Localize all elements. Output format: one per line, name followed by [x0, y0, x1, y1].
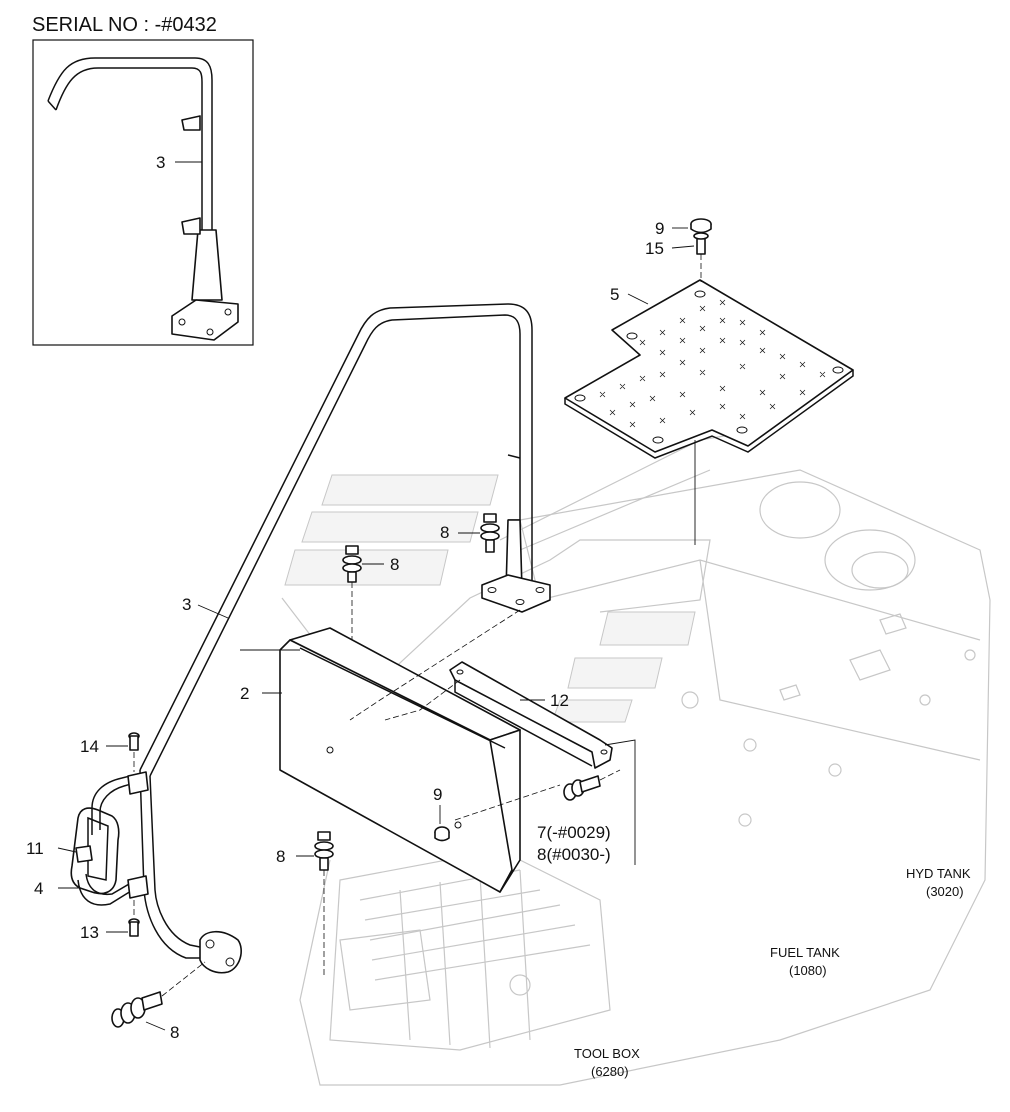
mirror-part-11: 11 [26, 807, 120, 895]
plug-9: 9 [433, 785, 462, 842]
bolt-8-e: 8 [111, 961, 206, 1042]
callout-11: 11 [26, 839, 44, 858]
callout-2: 2 [240, 684, 249, 703]
reference-fuel-tank: FUEL TANK (1080) [770, 945, 840, 978]
reference-hyd-tank: HYD TANK (3020) [906, 866, 971, 899]
bolt-8-a: 8 [440, 513, 500, 553]
bolt-7-8: 7(-#0029) 8(#0030-) [537, 769, 621, 864]
callout-8-d: 8 [276, 847, 285, 866]
callout-4: 4 [34, 879, 43, 898]
callout-14: 14 [80, 737, 99, 756]
cap-and-bolt-9-15: 9 15 [645, 218, 712, 545]
callout-12: 12 [550, 691, 569, 710]
mirror-bracket-part-4: 4 [34, 771, 149, 906]
callout-9-top: 9 [655, 219, 664, 238]
handrail-part-3: 3 [139, 303, 551, 974]
step-plate-part-5: 5 [564, 279, 854, 459]
callout-8-b: 8 [390, 555, 399, 574]
bracket-part-12: 12 [449, 661, 613, 769]
callout-inset-3: 3 [156, 153, 165, 172]
hyd-tank-name: HYD TANK [906, 866, 971, 881]
callout-9-mid: 9 [433, 785, 442, 804]
serial-number-label: SERIAL NO : -#0432 [32, 14, 217, 36]
dashed-assembly-paths [240, 609, 636, 865]
callout-13: 13 [80, 923, 99, 942]
reference-tool-box: TOOL BOX (6280) [574, 1046, 640, 1079]
callout-8-e: 8 [170, 1023, 179, 1042]
bolt-14: 14 [80, 732, 140, 772]
fuel-tank-name: FUEL TANK [770, 945, 840, 960]
bolt-8-d: 8 [276, 831, 334, 975]
hyd-tank-code: (3020) [926, 884, 964, 899]
callout-15: 15 [645, 239, 664, 258]
callout-8-a: 8 [440, 523, 449, 542]
cover-part-2: 2 [240, 627, 521, 893]
inset-serial-box: SERIAL NO : -#0432 3 [32, 14, 254, 346]
watermark-bands [281, 429, 761, 723]
tool-box-name: TOOL BOX [574, 1046, 640, 1061]
tool-box-code: (6280) [591, 1064, 629, 1079]
callout-7: 7(-#0029) [537, 823, 611, 842]
bolt-13: 13 [80, 900, 140, 942]
callout-3: 3 [182, 595, 191, 614]
callout-5: 5 [610, 285, 619, 304]
callout-8-c: 8(#0030-) [537, 845, 611, 864]
fuel-tank-code: (1080) [789, 963, 827, 978]
